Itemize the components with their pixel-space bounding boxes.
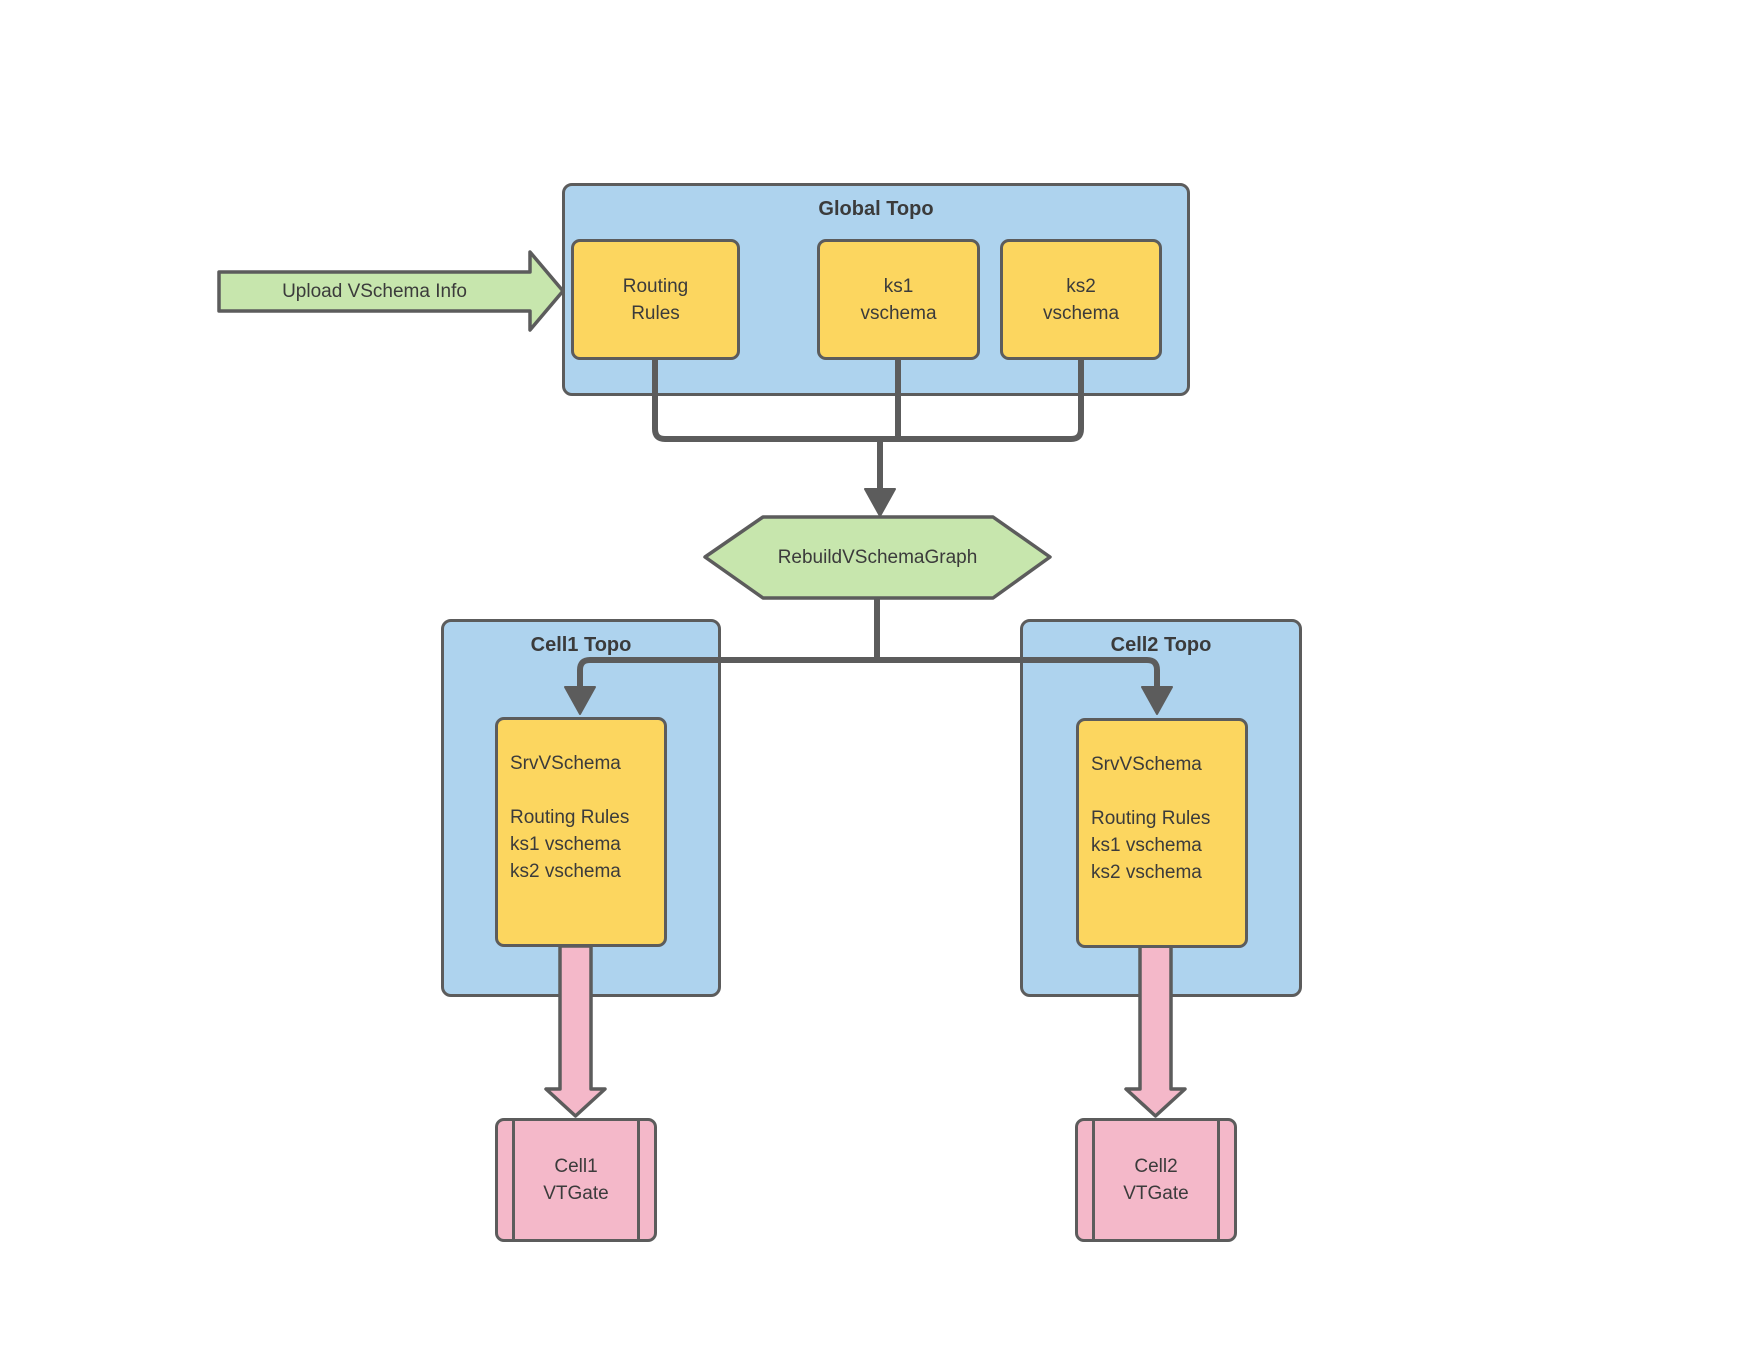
cell2-vtgate-stripe-left (1092, 1121, 1095, 1239)
node-ks2-vschema-line2: vschema (1042, 302, 1120, 324)
cell2-srv-item-ks1: ks1 vschema (1091, 835, 1202, 856)
cell2-srv-vschema-box: SrvVSchema Routing Rules ks1 vschema ks2… (1076, 718, 1248, 948)
cell1-srv-to-vtgate-arrow (544, 944, 607, 1118)
node-ks2-vschema: ks2 vschema (1000, 239, 1162, 360)
cell2-srv-spacer (1091, 778, 1239, 805)
connector-global-to-rebuild (652, 358, 1084, 492)
cell1-srv-item-routing-rules: Routing Rules (510, 807, 630, 828)
cell1-srv-spacer (510, 777, 658, 804)
cell2-vtgate-stripe-right (1217, 1121, 1220, 1239)
cell2-vtgate-line2: VTGate (1123, 1183, 1189, 1204)
cell1-vtgate-box: Cell1 VTGate (495, 1118, 657, 1242)
cell2-vtgate-line1: Cell2 (1134, 1156, 1178, 1177)
node-routing-rules: Routing Rules (571, 239, 740, 360)
node-routing-rules-line1: Routing (622, 275, 689, 297)
cell1-topo-title: Cell1 Topo (530, 634, 632, 656)
arrowhead-into-rebuild (864, 488, 896, 517)
cell2-srv-item-ks2: ks2 vschema (1091, 862, 1202, 883)
cell1-vtgate-line2: VTGate (543, 1183, 609, 1204)
node-ks1-vschema-line2: vschema (860, 302, 937, 324)
node-ks1-vschema: ks1 vschema (817, 239, 980, 360)
cell1-srv-heading: SrvVSchema (510, 753, 621, 774)
cell1-srv-item-ks2: ks2 vschema (510, 861, 621, 882)
cell1-vtgate-stripe-left (512, 1121, 515, 1239)
cell2-srv-item-routing-rules: Routing Rules (1091, 808, 1211, 829)
cell2-srv-heading: SrvVSchema (1091, 754, 1202, 775)
cell2-srv-to-vtgate-arrow (1124, 944, 1187, 1118)
node-ks1-vschema-line1: ks1 (883, 275, 914, 297)
rebuild-vschema-label: RebuildVSchemaGraph (777, 546, 978, 568)
upload-vschema-arrow-label: Upload VSchema Info (282, 280, 467, 302)
arrowhead-into-cell1-srv (564, 686, 596, 715)
node-routing-rules-line2: Rules (631, 302, 680, 324)
global-topo-title: Global Topo (818, 198, 934, 220)
arrowhead-into-cell2-srv (1141, 686, 1173, 715)
rebuild-vschema-hexagon (703, 515, 1052, 600)
node-ks2-vschema-line1: ks2 (1066, 275, 1096, 297)
cell1-vtgate-line1: Cell1 (554, 1156, 598, 1177)
upload-vschema-arrow (217, 250, 565, 332)
cell1-vtgate-stripe-right (637, 1121, 640, 1239)
cell1-srv-item-ks1: ks1 vschema (510, 834, 621, 855)
cell2-vtgate-box: Cell2 VTGate (1075, 1118, 1237, 1242)
connector-rebuild-to-cells (577, 598, 1160, 689)
cell2-topo-title: Cell2 Topo (1110, 634, 1212, 656)
cell1-srv-vschema-box: SrvVSchema Routing Rules ks1 vschema ks2… (495, 717, 667, 947)
